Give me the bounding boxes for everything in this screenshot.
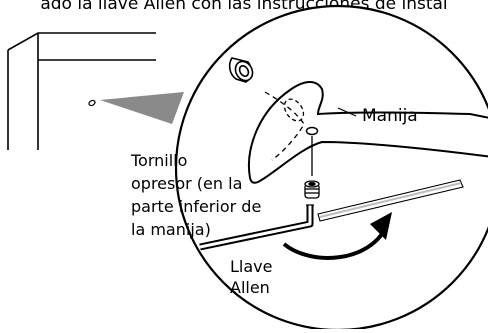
label-allen-wrench-line: Llave: [230, 257, 272, 276]
handle-hidden-bore: [264, 91, 305, 161]
handle-leader-line: [337, 107, 357, 117]
rotation-arrow-icon: [282, 212, 392, 260]
set-screw-icon: [304, 180, 320, 199]
label-set-screw-line: parte inferior de: [131, 197, 261, 216]
label-allen-wrench: Llave Allen: [230, 257, 272, 297]
handle-shape: [248, 81, 488, 184]
label-set-screw: Tornillo opresor (en la parte inferior d…: [130, 151, 261, 239]
label-set-screw-line: la manija): [131, 220, 211, 239]
allen-wrench: [199, 179, 464, 251]
mounting-stud: [228, 57, 254, 83]
label-set-screw-line: Tornillo: [130, 151, 187, 170]
label-handle: Manija: [362, 106, 418, 126]
handle-bore-opening: [283, 98, 305, 122]
label-set-screw-line: opresor (en la: [131, 174, 242, 193]
set-screw-hole: [305, 126, 319, 136]
label-allen-wrench-line: Allen: [230, 278, 270, 297]
appliance-door: [7, 32, 156, 150]
mounting-hole: [88, 99, 96, 107]
callout-wedge: [100, 92, 184, 124]
magnifier-circle: [174, 4, 488, 332]
header-caption: ado la llave Allen con las instrucciones…: [40, 0, 447, 14]
